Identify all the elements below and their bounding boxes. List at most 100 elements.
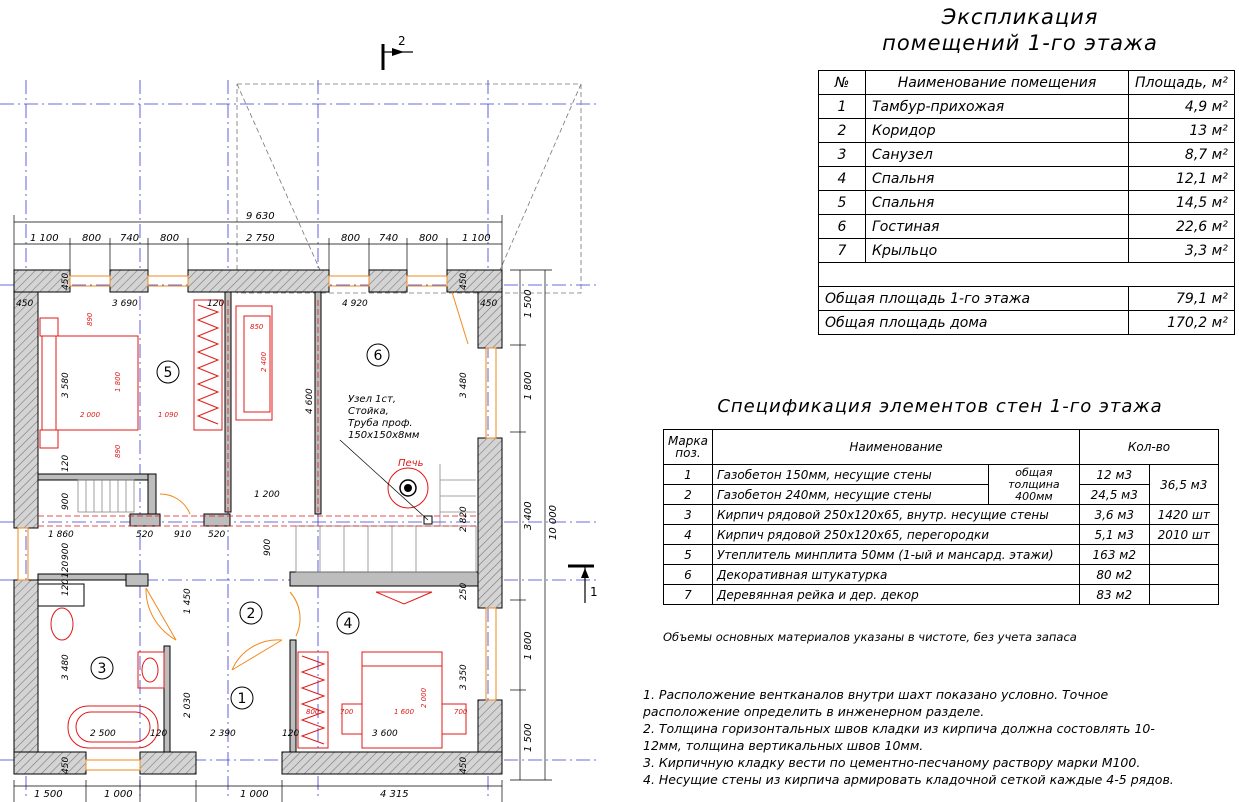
furniture-dimensions: 1 800 2 000 1 090 850 2 400 890 890 1 60… bbox=[80, 312, 468, 716]
inner-dim: 520 bbox=[208, 530, 225, 540]
room-number-3: 3 bbox=[98, 661, 107, 677]
row-num: 6 bbox=[818, 214, 866, 239]
spec-header-row: Марка поз. Наименование Кол-во bbox=[663, 429, 1219, 465]
spec-merged-total: 36,5 м3 bbox=[1148, 464, 1219, 505]
total-house-value: 170,2 м² bbox=[1128, 310, 1235, 335]
room-number-4: 4 bbox=[344, 616, 353, 632]
inner-dim: 120 bbox=[207, 299, 224, 309]
section-mark-2-label: 2 bbox=[398, 34, 406, 48]
row-num: 2 bbox=[818, 118, 866, 143]
room-markers bbox=[90, 343, 390, 710]
spec-pos: 4 bbox=[663, 524, 713, 545]
inner-dim: 120 bbox=[150, 729, 167, 739]
floor-plan: 2 1 9 630 1 100 800 740 800 2 750 800 74… bbox=[0, 34, 600, 802]
room-number-2: 2 bbox=[247, 606, 256, 622]
dim-top-2: 800 bbox=[82, 233, 101, 244]
dim-right-5: 1 500 bbox=[523, 723, 534, 752]
dim-right-total: 10 000 bbox=[548, 505, 559, 540]
table-row: 4 Кирпич рядовой 250х120х65, перегородки… bbox=[663, 524, 1219, 545]
furniture-dim: 890 bbox=[86, 312, 94, 326]
pipe-note-line-1: Узел 1ст, bbox=[348, 394, 396, 405]
row-area: 12,1 м² bbox=[1128, 166, 1235, 191]
inner-dimensions: 3 690 4 920 120 3 580 120 900 120 900 12… bbox=[16, 273, 497, 774]
spec-q2: 1420 шт bbox=[1148, 504, 1219, 525]
dim-right-3: 3 400 bbox=[523, 501, 534, 530]
inner-dim: 120 bbox=[61, 455, 71, 472]
pipe-note-line-3: Труба проф. bbox=[348, 417, 413, 429]
row-num: 3 bbox=[818, 142, 866, 167]
spec-header-pos: Марка поз. bbox=[663, 429, 713, 465]
inner-dim: 900 bbox=[61, 543, 71, 560]
row-num: 5 bbox=[818, 190, 866, 215]
section-mark-1-label: 1 bbox=[590, 585, 598, 599]
table-row: 4 Спальня 12,1 м² bbox=[818, 166, 1235, 191]
furniture-dim: 700 bbox=[340, 708, 354, 716]
dim-right-2: 1 800 bbox=[523, 371, 534, 400]
header-area: Площадь, м² bbox=[1128, 70, 1235, 95]
spec-pos: 1 bbox=[663, 464, 713, 485]
dim-bottom-2: 1 000 bbox=[104, 789, 133, 800]
table-row: 3 Санузел 8,7 м² bbox=[818, 142, 1235, 167]
inner-dim: 2 500 bbox=[90, 729, 116, 739]
dim-right-1: 1 500 bbox=[523, 289, 534, 318]
table-row-empty bbox=[818, 262, 1235, 287]
row-area: 8,7 м² bbox=[1128, 142, 1235, 167]
table-row: 7 Крыльцо 3,3 м² bbox=[818, 238, 1235, 263]
furniture-dim: 700 bbox=[454, 708, 468, 716]
row-name: Тамбур-прихожая bbox=[865, 94, 1129, 119]
note-line: 12мм, толщина вертикальных швов 10мм. bbox=[643, 738, 924, 753]
stairs bbox=[77, 464, 477, 573]
spec-q1: 5,1 м3 bbox=[1079, 524, 1150, 545]
row-num: 7 bbox=[818, 238, 866, 263]
dims-top bbox=[13, 215, 503, 270]
furniture-dim: 2 400 bbox=[260, 351, 268, 372]
bathroom-fixtures bbox=[37, 583, 165, 749]
dim-top-3: 740 bbox=[120, 233, 139, 244]
room-number-6: 6 bbox=[374, 348, 383, 364]
inner-dim: 4 600 bbox=[305, 388, 315, 414]
furniture-dim: 1 800 bbox=[114, 371, 122, 392]
notes-block: 1. Расположение вентканалов внутри шахт … bbox=[643, 686, 1239, 788]
furniture-dim: 2 000 bbox=[420, 687, 428, 708]
row-area: 4,9 м² bbox=[1128, 94, 1235, 119]
inner-dim: 450 bbox=[16, 299, 33, 309]
spec-table: Марка поз. Наименование Кол-во 1 Газобет… bbox=[663, 429, 1219, 605]
beam-lines bbox=[38, 300, 478, 527]
spec-q1: 80 м2 bbox=[1079, 564, 1150, 585]
inner-dim: 120 bbox=[61, 579, 71, 596]
inner-dim: 520 bbox=[136, 530, 153, 540]
exterior-walls bbox=[13, 269, 503, 775]
inner-dim: 3 580 bbox=[61, 372, 71, 398]
explication-title-line-1: Экспликация bbox=[941, 5, 1099, 29]
row-area: 13 м² bbox=[1128, 118, 1235, 143]
dim-top-5: 2 750 bbox=[246, 233, 275, 244]
room-number-5: 5 bbox=[164, 365, 173, 381]
row-name: Крыльцо bbox=[865, 238, 1129, 263]
total-house-row: Общая площадь дома 170,2 м² bbox=[818, 310, 1235, 335]
furniture-dim: 1 600 bbox=[394, 708, 415, 716]
section-mark-2: 2 bbox=[381, 34, 413, 70]
inner-dim: 450 bbox=[459, 273, 469, 290]
inner-dim: 1 200 bbox=[254, 490, 280, 500]
inner-dim: 4 920 bbox=[342, 299, 368, 309]
spec-pos: 6 bbox=[663, 564, 713, 585]
furniture-room-4 bbox=[297, 591, 467, 749]
dim-top-6: 800 bbox=[341, 233, 360, 244]
inner-dim: 2 030 bbox=[183, 692, 193, 718]
furniture-dim: 1 090 bbox=[158, 411, 179, 419]
inner-dim: 1 860 bbox=[48, 530, 74, 540]
spec-header-qty: Кол-во bbox=[1079, 429, 1219, 465]
furniture-dim: 800 bbox=[306, 708, 320, 716]
spec-merged-note: общая толщина 400мм bbox=[987, 464, 1081, 505]
inner-dim: 2 820 bbox=[459, 506, 469, 532]
dim-bottom-1: 1 500 bbox=[34, 789, 63, 800]
spec-pos: 3 bbox=[663, 504, 713, 525]
windows bbox=[17, 275, 497, 771]
dims-bottom bbox=[13, 780, 503, 802]
spec-name: Утеплитель минплита 50мм (1-ый и мансард… bbox=[712, 544, 1080, 565]
inner-dim: 900 bbox=[263, 539, 273, 556]
furniture-dim: 2 000 bbox=[80, 411, 101, 419]
row-area: 22,6 м² bbox=[1128, 214, 1235, 239]
table-row: 2 Газобетон 240мм, несущие стены 24,5 м3 bbox=[663, 484, 1219, 505]
furniture-dim: 850 bbox=[250, 323, 264, 331]
